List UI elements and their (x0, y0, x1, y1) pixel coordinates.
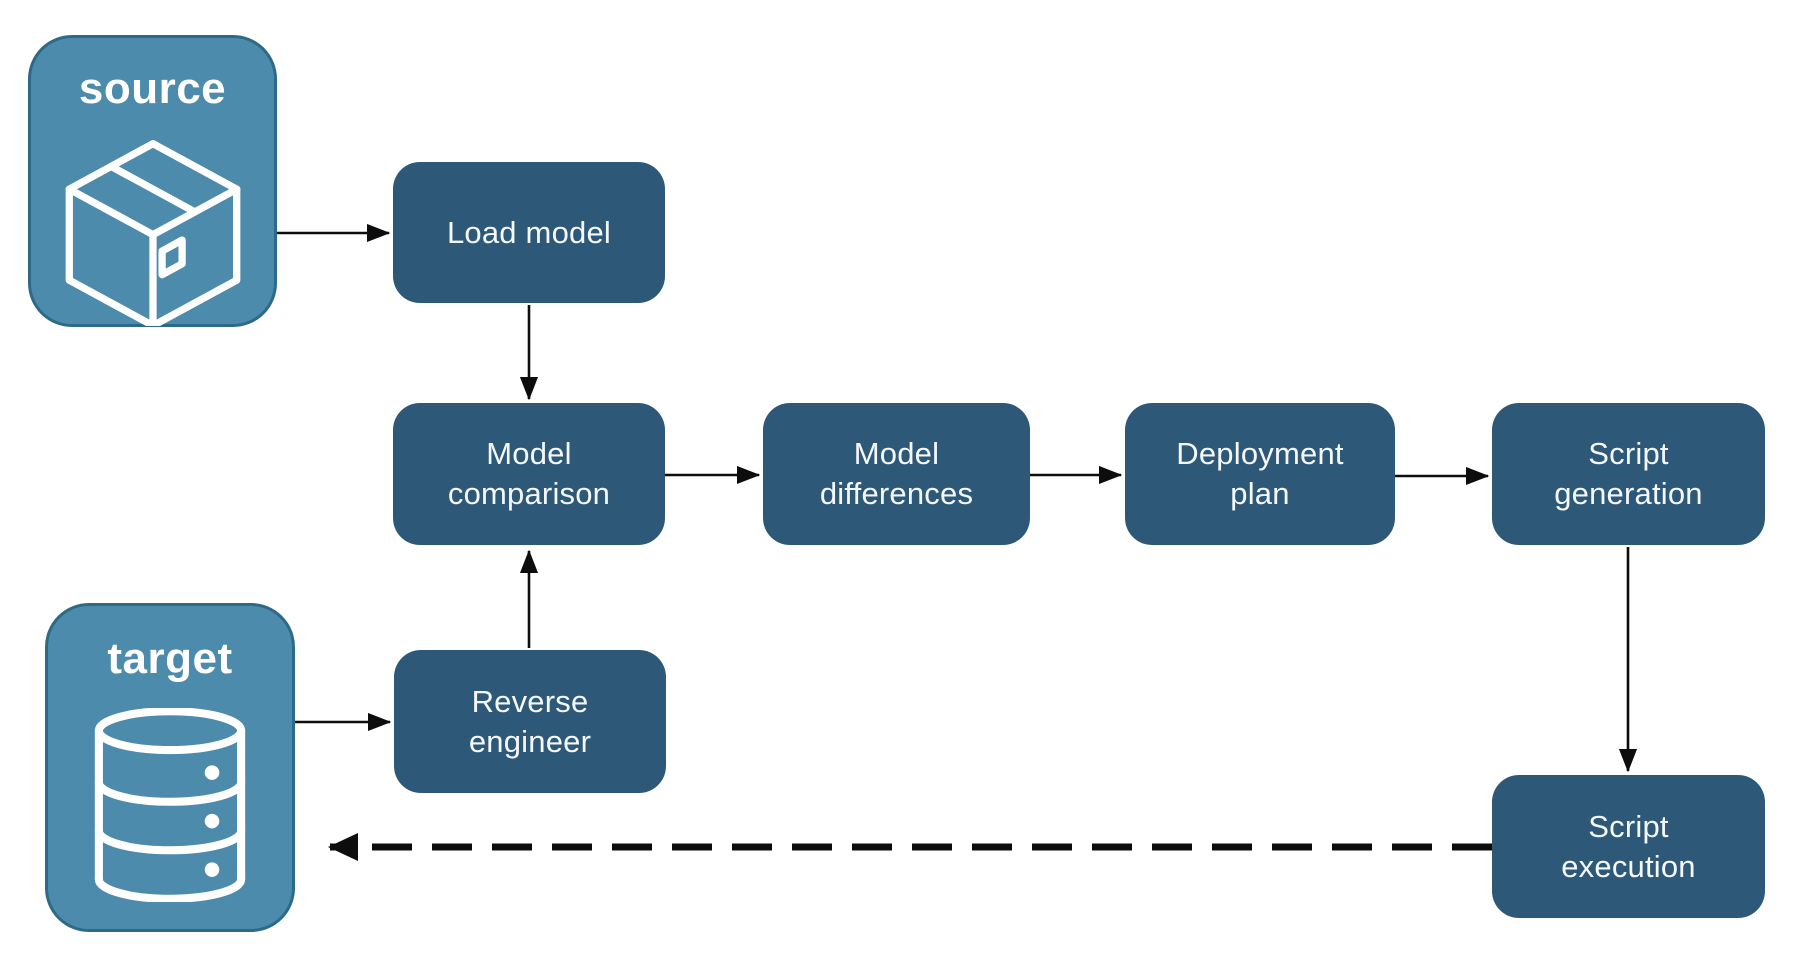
node-deployment-plan-label: Deployment plan (1176, 436, 1344, 511)
node-model-comparison: Model comparison (393, 403, 665, 545)
target-endpoint: target (45, 603, 295, 932)
package-icon (62, 136, 244, 326)
node-deployment-plan: Deployment plan (1125, 403, 1395, 545)
target-label: target (107, 634, 233, 683)
node-model-differences: Model differences (763, 403, 1030, 545)
node-reverse-engineer: Reverse engineer (394, 650, 666, 793)
node-script-execution-label: Script execution (1561, 808, 1696, 884)
node-script-execution: Script execution (1492, 775, 1765, 918)
node-script-generation-label: Script generation (1554, 436, 1703, 511)
node-reverse-engineer-label: Reverse engineer (468, 683, 592, 759)
node-script-generation: Script generation (1492, 403, 1765, 545)
node-load-model-label: Load model (446, 214, 611, 250)
database-icon (88, 708, 252, 902)
source-label: source (78, 64, 227, 113)
node-model-differences-label: Model differences (819, 436, 974, 511)
node-load-model: Load model (393, 162, 665, 303)
source-endpoint: source (28, 35, 277, 327)
node-model-comparison-label: Model comparison (447, 436, 611, 511)
